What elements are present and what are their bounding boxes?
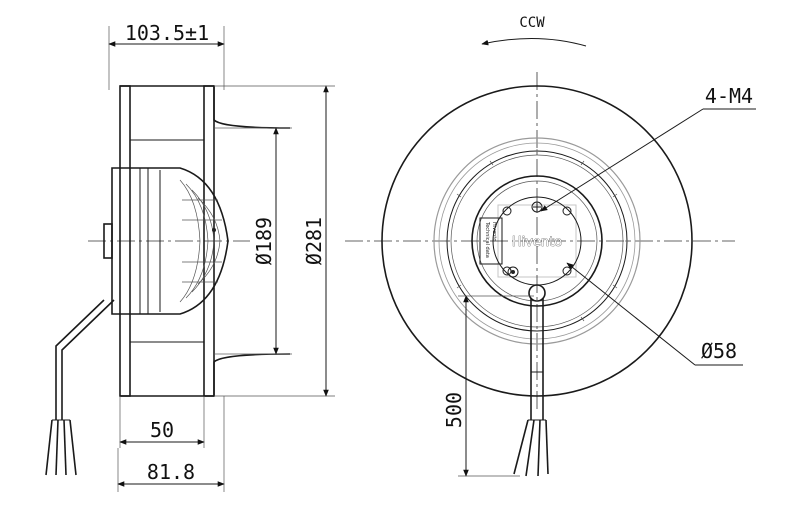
svg-text:Hivento: Hivento bbox=[491, 222, 497, 241]
inner-diameter-label: Ø189 bbox=[252, 217, 276, 265]
blade-ticks bbox=[445, 149, 629, 322]
outer-diameter-label: Ø281 bbox=[302, 217, 326, 265]
brand-label: Hivento bbox=[512, 235, 562, 250]
dim-cable-length: 500 bbox=[442, 295, 534, 477]
motor-shaft-cap bbox=[103, 223, 113, 259]
side-view: 103.5±1 Ø189 Ø281 50 81.8 bbox=[45, 21, 335, 492]
hub-diameter-label: Ø58 bbox=[701, 339, 737, 363]
dim-outer-diameter: Ø281 bbox=[214, 85, 335, 397]
dim-total-depth: 81.8 bbox=[117, 396, 225, 492]
front-cable bbox=[513, 298, 549, 477]
hub-diameter-callout: Ø58 bbox=[566, 262, 743, 366]
outer-ring bbox=[381, 85, 693, 397]
cable-length-label: 500 bbox=[442, 392, 466, 428]
total-depth-dimension-label: 81.8 bbox=[147, 460, 195, 484]
dim-width: 103.5±1 bbox=[108, 21, 225, 90]
dim-depth: 50 bbox=[119, 396, 205, 448]
hub-outer bbox=[471, 175, 603, 307]
depth-dimension-label: 50 bbox=[150, 418, 174, 442]
mount-holes-callout: 4-M4 bbox=[540, 84, 756, 212]
front-view: Technical data Hivento Hivento CCW 4 bbox=[345, 15, 756, 477]
width-dimension-label: 103.5±1 bbox=[125, 21, 209, 45]
motor-body bbox=[103, 167, 229, 315]
side-cable bbox=[45, 299, 115, 476]
cable-grommet bbox=[528, 284, 546, 302]
label-sticker: Technical data Hivento bbox=[479, 217, 503, 265]
earth-symbol bbox=[507, 266, 519, 278]
dim-inner-diameter: Ø189 bbox=[230, 127, 292, 355]
mount-holes-label: 4-M4 bbox=[705, 84, 753, 108]
impeller-ring-outer bbox=[433, 137, 641, 345]
rotation-label: CCW bbox=[519, 15, 545, 31]
svg-text:Technical data: Technical data bbox=[484, 221, 490, 258]
rotation-indicator: CCW bbox=[481, 15, 587, 47]
